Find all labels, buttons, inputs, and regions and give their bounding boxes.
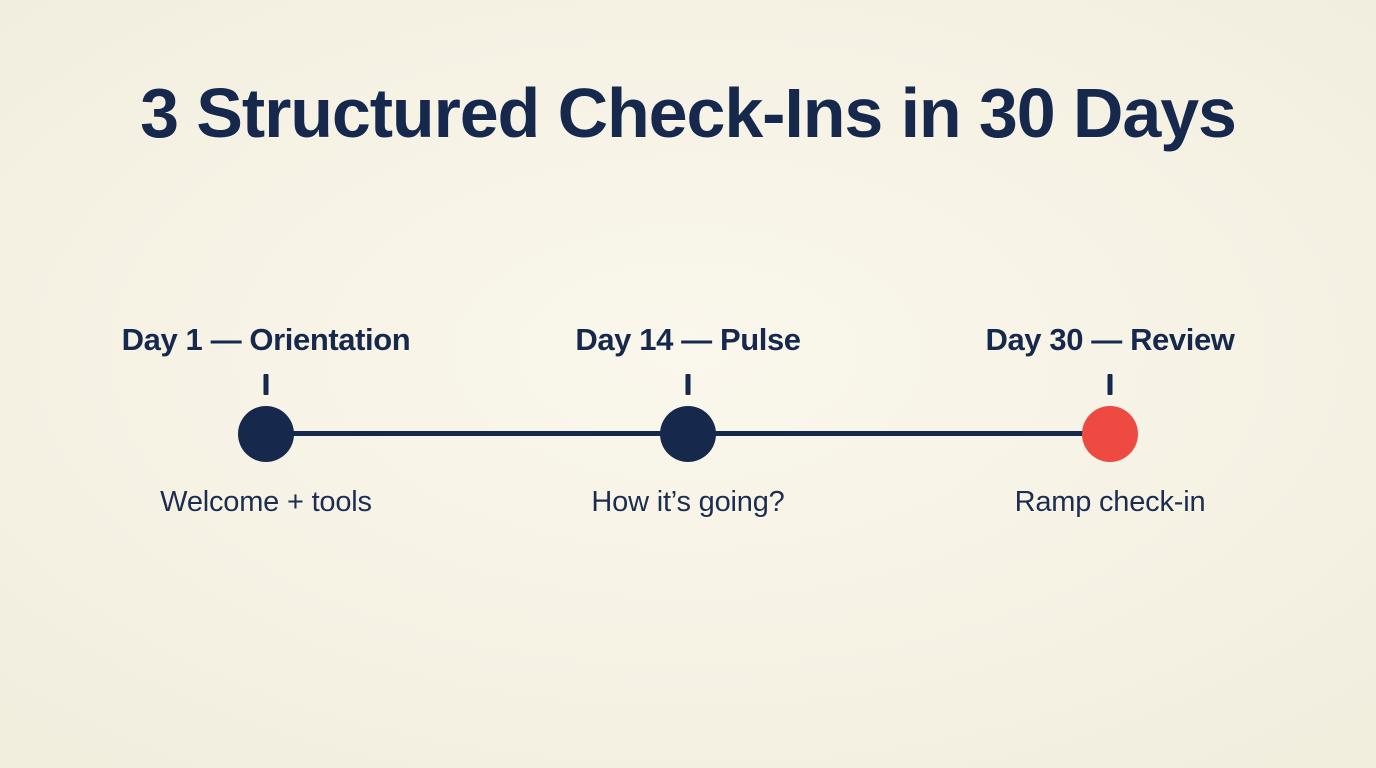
milestone-caption: How it’s going? (591, 486, 785, 518)
milestone-dot-icon[interactable] (1082, 406, 1138, 462)
milestone-dot-icon[interactable] (660, 406, 716, 462)
milestone-label: Day 14 — Pulse (575, 322, 801, 357)
milestone-caption: Ramp check-in (1014, 486, 1206, 518)
milestone-caption: Welcome + tools (160, 486, 372, 518)
milestone-tick-icon (685, 374, 691, 395)
milestone-tick-icon (263, 374, 269, 395)
milestone-label: Day 30 — Review (985, 322, 1235, 357)
milestone-tick-icon (1107, 374, 1113, 395)
milestone-label: Day 1 — Orientation (121, 322, 411, 357)
milestone-dot-icon[interactable] (238, 406, 294, 462)
page-title: 3 Structured Check-Ins in 30 Days (140, 74, 1237, 152)
